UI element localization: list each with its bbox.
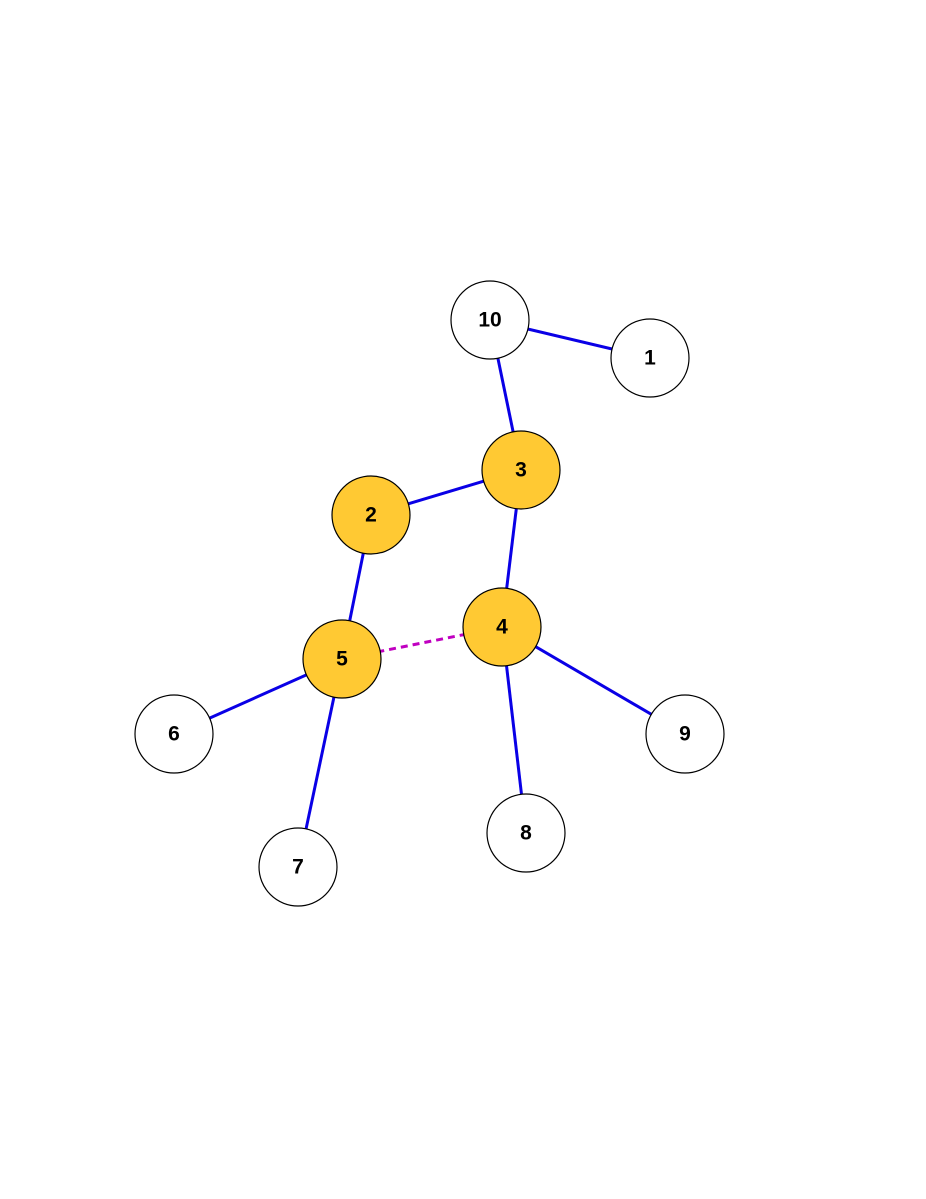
node-label: 4: [496, 616, 508, 639]
node-6: 6: [134, 694, 214, 774]
node-circle: [462, 587, 542, 667]
node-label: 10: [478, 309, 501, 332]
node-circle: [610, 318, 690, 398]
node-label: 3: [515, 459, 527, 482]
node-circle: [645, 694, 725, 774]
node-circle: [450, 280, 530, 360]
node-label: 7: [292, 856, 304, 879]
node-8: 8: [486, 793, 566, 873]
nodes-layer: 1 2 3 4 5 6 7 8 9 10: [134, 280, 725, 907]
node-label: 8: [520, 822, 532, 845]
node-10: 10: [450, 280, 530, 360]
node-label: 2: [365, 504, 377, 527]
edges-layer: [173, 318, 686, 868]
node-2: 2: [331, 475, 411, 555]
node-label: 1: [644, 347, 656, 370]
node-circle: [302, 619, 382, 699]
node-circle: [481, 430, 561, 510]
node-4: 4: [462, 587, 542, 667]
node-circle: [134, 694, 214, 774]
node-1: 1: [610, 318, 690, 398]
node-5: 5: [302, 619, 382, 699]
node-circle: [331, 475, 411, 555]
node-circle: [486, 793, 566, 873]
node-7: 7: [258, 827, 338, 907]
node-circle: [258, 827, 338, 907]
node-3: 3: [481, 430, 561, 510]
node-label: 6: [168, 723, 180, 746]
node-label: 5: [336, 648, 348, 671]
node-label: 9: [679, 723, 691, 746]
node-9: 9: [645, 694, 725, 774]
